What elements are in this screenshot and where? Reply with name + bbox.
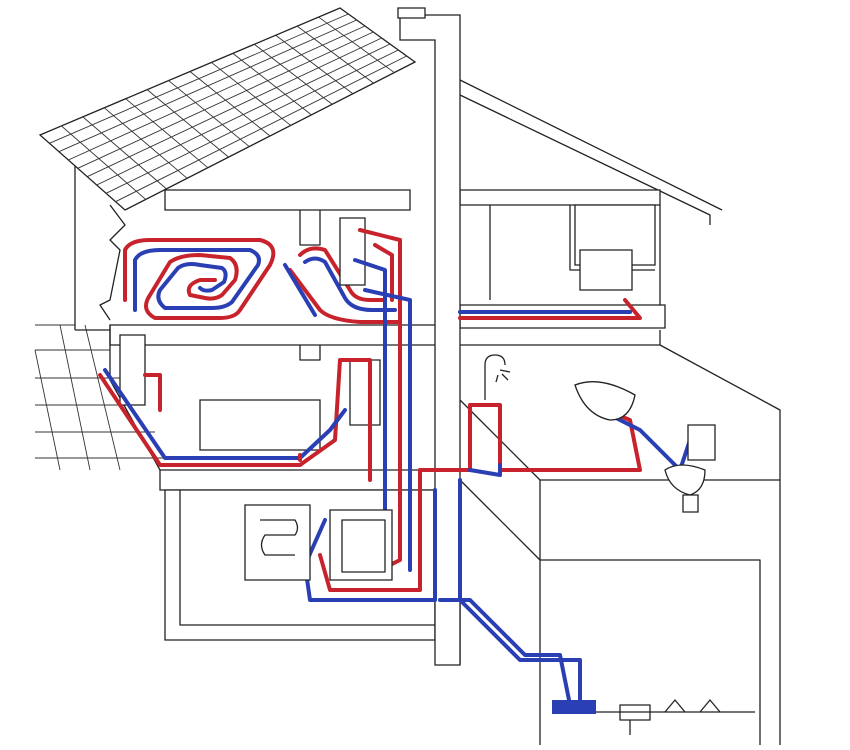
roof-grid-line [275, 34, 354, 95]
roof-grid-line [61, 125, 147, 200]
roof-grid-line [146, 89, 229, 158]
hot-water-storage-tank [329, 509, 393, 581]
upper-floor-slab [109, 324, 441, 346]
paving [34, 324, 165, 471]
roof-grid-line [105, 49, 399, 194]
roof-grid-line [58, 19, 357, 153]
solar-panel-roof [38, 7, 417, 321]
roof-grid-line [125, 98, 209, 169]
radiator [119, 217, 633, 451]
shower [484, 354, 511, 400]
roof-grid-line [115, 55, 407, 203]
underfloor-heating-coil [123, 238, 402, 324]
roof-grid-line [77, 31, 374, 169]
roof-grid-line [189, 71, 271, 137]
attic-beam [164, 189, 411, 211]
water-meter-assembly [552, 699, 755, 735]
roof-grid-line [318, 16, 395, 73]
roof-grid-line [211, 62, 291, 126]
roof-grid-line [296, 25, 374, 84]
roof-grid-line [232, 53, 312, 116]
pipes [98, 228, 692, 707]
roof-grid-line [168, 80, 250, 147]
roof-grid-line [254, 43, 333, 105]
roof-grid-line [96, 43, 391, 186]
chimney [397, 7, 461, 666]
roof-grid-line [49, 13, 349, 144]
roof-grid-line [82, 116, 167, 190]
washbasin [574, 381, 636, 421]
roof-grid-line [103, 107, 188, 179]
boiler [244, 504, 311, 581]
toilet [664, 424, 716, 513]
roof-grid-line [68, 25, 366, 161]
roof-grid-line [87, 37, 382, 178]
